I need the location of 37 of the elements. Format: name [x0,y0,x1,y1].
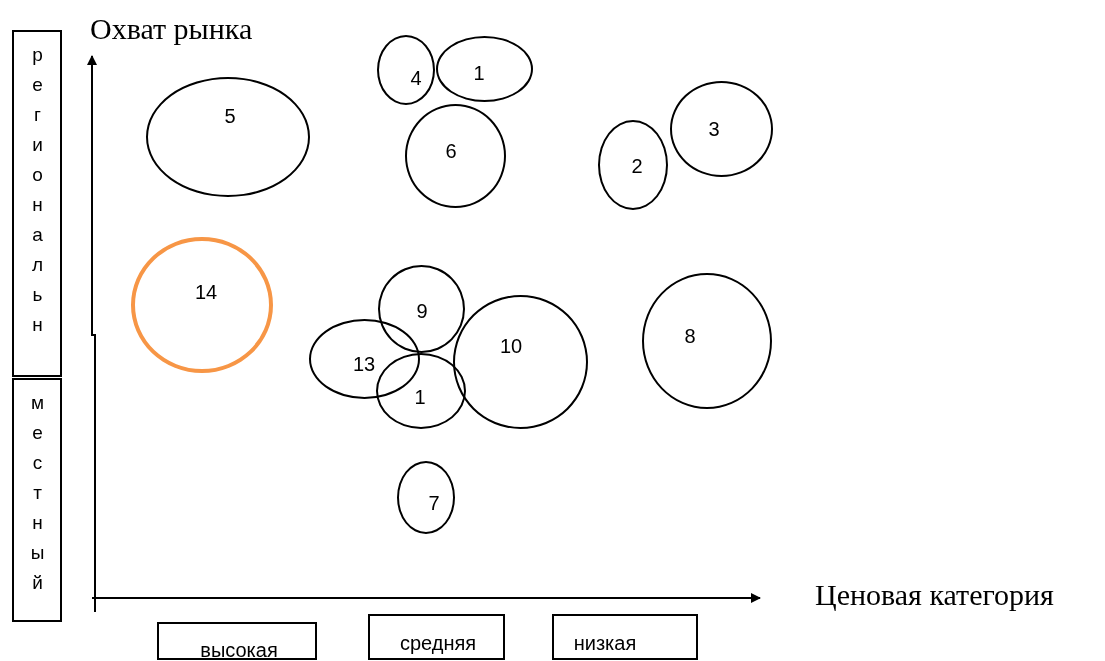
position-ellipse [642,273,772,409]
category-label: низкая [573,631,637,655]
position-ellipse [378,265,465,353]
vertical-category-label: региональн [26,44,49,344]
bubble-number: 1 [414,385,426,409]
position-ellipse [405,104,506,208]
position-ellipse [377,35,435,105]
position-ellipse [131,237,273,373]
price-category-box [157,622,317,660]
bubble-number: 14 [194,280,218,304]
position-ellipse [598,120,668,210]
bubble-number: 13 [352,352,376,376]
bubble-number: 8 [684,324,696,348]
position-ellipse [670,81,773,177]
bubble-number: 3 [708,117,720,141]
axis-title: Охват рынка [90,12,253,46]
bubble-number: 4 [410,66,422,90]
position-ellipse [453,295,588,429]
position-ellipse [397,461,455,534]
bubble-number: 9 [416,299,428,323]
coverage-category-box [12,378,62,622]
axis-title: Ценовая категория [815,578,1054,612]
coverage-category-box [12,30,62,377]
position-ellipse [436,36,533,102]
bubble-number: 6 [445,139,457,163]
vertical-category-label: местный [26,392,49,602]
bubble-number: 10 [499,334,523,358]
bubble-number: 5 [224,104,236,128]
price-category-box [552,614,698,660]
bubble-number: 2 [631,154,643,178]
price-category-box [368,614,505,660]
category-label: средняя [399,631,477,655]
position-ellipse [146,77,310,197]
bubble-number: 7 [428,491,440,515]
position-ellipse [376,353,466,429]
category-label: высокая [200,638,278,661]
bubble-number: 1 [473,61,485,85]
